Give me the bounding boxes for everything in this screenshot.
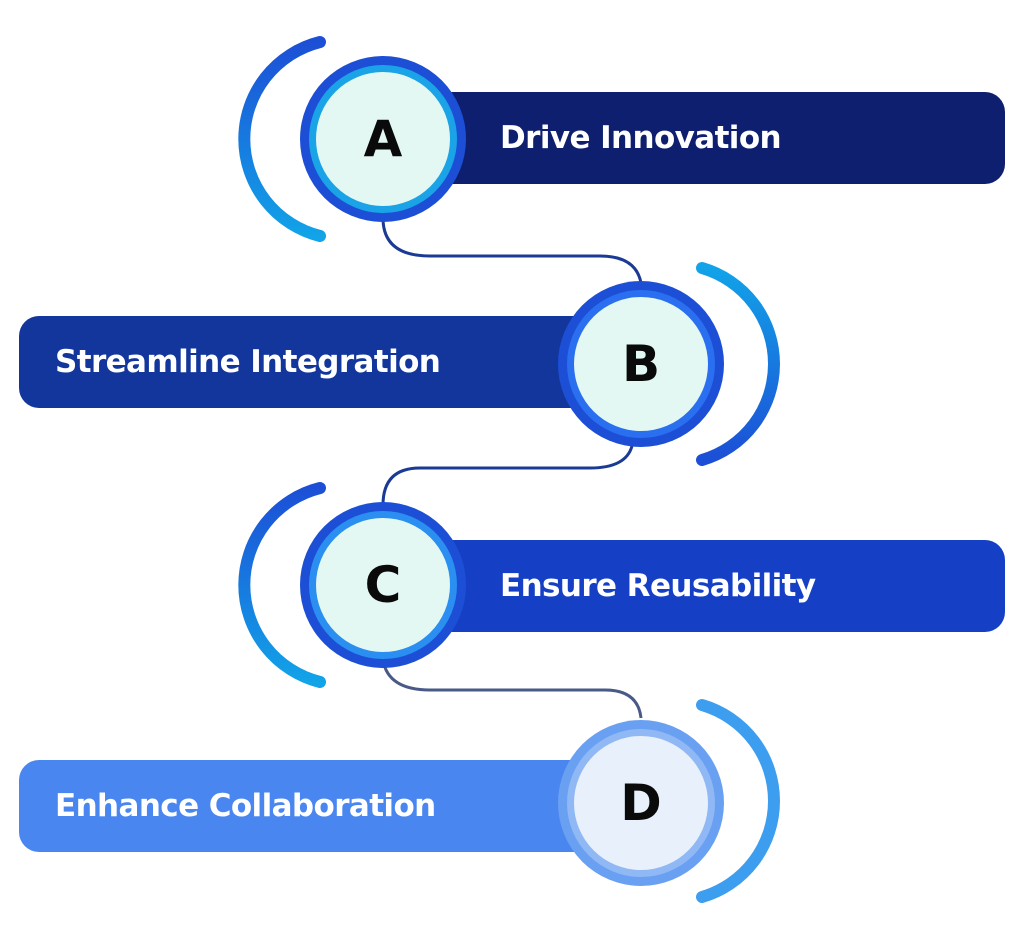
arc-b	[696, 262, 780, 466]
banner-d: Enhance Collaboration	[19, 760, 594, 852]
badge-c	[300, 502, 466, 668]
badge-d	[558, 720, 724, 886]
connector-b-c	[381, 445, 634, 506]
connector-a-b	[381, 217, 643, 284]
banner-a: Drive Innovation	[436, 92, 1005, 184]
badge-letter-b: B	[621, 335, 661, 393]
step-label-b: Streamline Integration	[55, 344, 441, 380]
arc-a	[238, 36, 326, 242]
badge-b	[558, 281, 724, 447]
badge-a	[300, 56, 466, 222]
step-label-c: Ensure Reusability	[500, 568, 816, 604]
badge-letter-a: A	[363, 110, 403, 168]
badge-letter-c: C	[364, 556, 402, 614]
banner-c: Ensure Reusability	[436, 540, 1005, 632]
connector-c-d	[381, 659, 643, 719]
arc-d	[696, 699, 780, 903]
step-label-a: Drive Innovation	[500, 120, 782, 156]
arc-c	[238, 482, 326, 688]
banner-b: Streamline Integration	[19, 316, 594, 408]
badge-letter-d: D	[620, 774, 662, 832]
step-label-d: Enhance Collaboration	[55, 788, 436, 824]
